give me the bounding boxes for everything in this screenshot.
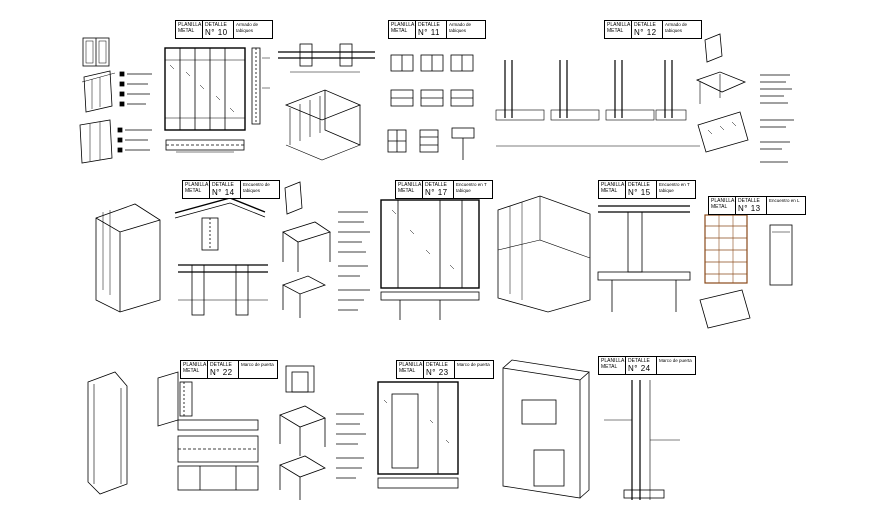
wall-iso-1 xyxy=(95,203,161,313)
connector-detail-1 xyxy=(387,127,475,160)
legend-list-4 xyxy=(336,413,366,479)
legend-list-3 xyxy=(338,211,370,311)
column-sections-1 xyxy=(495,60,700,147)
door-elevation-small xyxy=(285,365,315,393)
section-tiles-1 xyxy=(390,54,474,107)
beam-detail-1 xyxy=(278,43,375,73)
door-panel-elevation xyxy=(377,381,459,489)
tee-section-2 xyxy=(597,205,691,312)
panel-sketch-1 xyxy=(81,70,116,113)
corner-iso-1 xyxy=(695,33,747,104)
panel-elevation-2 xyxy=(380,199,480,320)
door-iso-2 xyxy=(279,405,326,500)
floor-junction-1 xyxy=(178,264,268,316)
panel-plan-1 xyxy=(164,47,246,131)
door-frame-iso xyxy=(87,371,128,495)
wall-iso-2 xyxy=(497,195,591,313)
sill-section-1 xyxy=(165,139,245,153)
door-jamb-detail xyxy=(157,371,193,427)
door-sill-sections xyxy=(177,419,259,491)
legend-list-1 xyxy=(119,71,152,107)
legend-list-2 xyxy=(760,74,794,163)
vertical-section-1 xyxy=(251,47,270,125)
corner-plan-1 xyxy=(697,111,749,153)
wall-with-opening-iso xyxy=(502,359,590,499)
tee-iso-1 xyxy=(282,181,331,318)
panel-sketch-2 xyxy=(79,119,152,164)
window-elevation-2 xyxy=(769,224,793,286)
roof-junction-1 xyxy=(174,197,266,251)
door-vertical-section xyxy=(604,380,680,500)
stud-assembly-iso-1 xyxy=(284,89,362,161)
window-elevation xyxy=(82,37,110,67)
timber-elevation-1 xyxy=(699,214,751,329)
